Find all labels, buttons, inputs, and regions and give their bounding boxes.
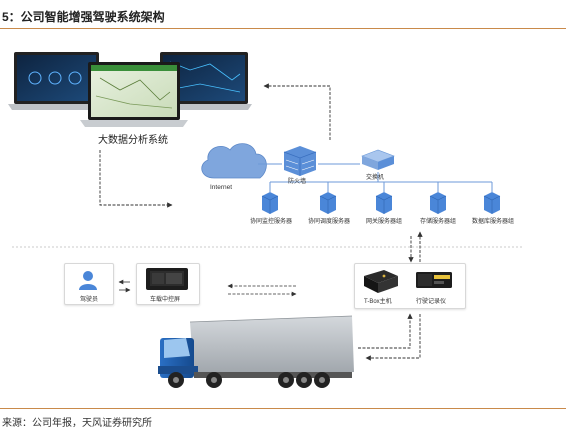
internet-label: Internet: [210, 184, 233, 191]
server-label-monitoring: 协同监控服务器: [250, 219, 293, 225]
driver-node: [64, 263, 114, 305]
console-label: 车载中控屏: [150, 297, 181, 303]
network-links: [258, 163, 493, 192]
tbox-device-front: [364, 270, 398, 293]
server-icon-monitoring: [261, 192, 279, 214]
server-icon-database: [483, 192, 501, 214]
driver-icon-front: [79, 271, 97, 290]
console-device-front: [146, 268, 188, 290]
firewall-icon: [283, 146, 317, 176]
top-rule: [0, 28, 566, 29]
server-label-dispatch: 协同调度服务器: [308, 219, 351, 225]
recorder-label: 行驶记录仪: [416, 299, 447, 305]
server-icon-dispatch: [319, 192, 337, 214]
arrow-from-analytics: [99, 150, 173, 208]
analytics-system-label: 大数据分析系统: [98, 135, 168, 146]
bottom-rule: [0, 408, 566, 409]
server-label-database: 数据库服务器组: [472, 219, 515, 225]
server-icon-gateway: [375, 192, 393, 214]
analytics-laptops-image: [8, 52, 252, 127]
arrow-to-analytics: [263, 83, 331, 140]
truck-image: [158, 315, 354, 388]
internet-cloud-icon: [201, 143, 267, 179]
figure-title: 5：公司智能增强驾驶系统架构: [2, 10, 165, 24]
switch-icon: [361, 149, 395, 170]
server-label-gateway: 网关服务器组: [366, 219, 403, 225]
recorder-device-front: [416, 272, 452, 288]
server-icon-storage: [429, 192, 447, 214]
arrow-truck-to-devices: [358, 313, 413, 349]
firewall-label: 防火墙: [288, 179, 307, 185]
switch-label: 交换机: [366, 175, 385, 181]
tbox-label: T-Box主机: [364, 299, 392, 305]
driver-label: 驾驶员: [80, 297, 99, 303]
source-note: 来源：公司年报，天风证券研究所: [2, 418, 152, 429]
server-label-storage: 存储服务器组: [420, 219, 457, 225]
arrow-devices-to-truck: [365, 314, 421, 361]
